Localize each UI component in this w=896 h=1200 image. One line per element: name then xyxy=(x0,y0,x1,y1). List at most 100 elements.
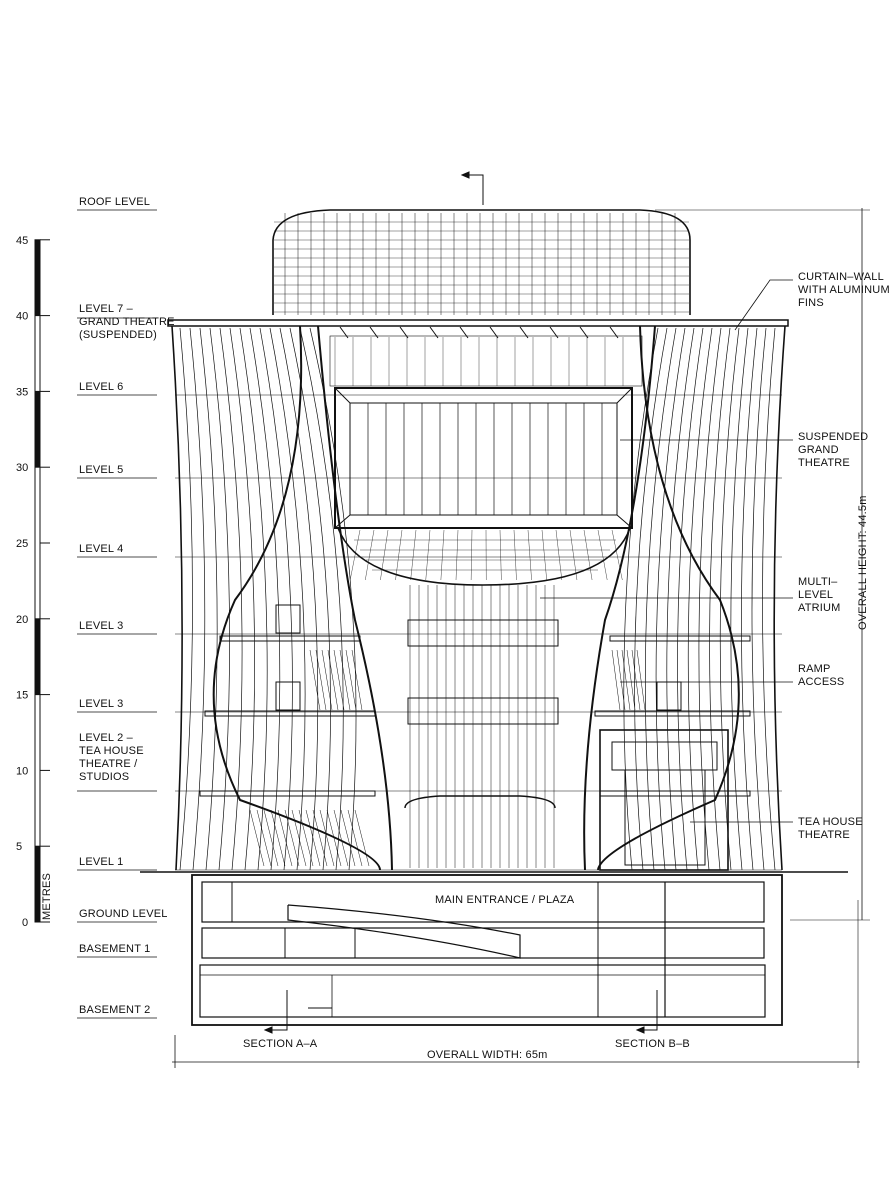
roof-bracket xyxy=(579,326,589,339)
roof-bracket xyxy=(549,326,559,339)
scale-tick-label: 5 xyxy=(16,841,22,853)
basement-2 xyxy=(199,964,766,1018)
level-label: GRAND THEATRE xyxy=(79,316,175,328)
roof-bracket xyxy=(519,326,529,339)
theatre-upper-frame xyxy=(329,335,643,387)
atrium-bridge xyxy=(407,697,559,725)
entrance-ramp xyxy=(287,904,521,959)
bowl-rib xyxy=(541,529,547,581)
left-structural-arch xyxy=(212,325,381,871)
hatching xyxy=(327,649,339,711)
aluminum-fin xyxy=(666,327,695,871)
callout-label: ATRIUM xyxy=(798,602,841,614)
scale-tick-label: 15 xyxy=(16,690,28,702)
callout-label: WITH ALUMINUM xyxy=(798,284,890,296)
scale-tick-label: 40 xyxy=(16,311,28,323)
level-label: LEVEL 4 xyxy=(79,543,123,555)
hatching xyxy=(256,809,272,867)
aluminum-fin xyxy=(698,327,722,871)
right-structural-arch xyxy=(597,325,740,871)
aluminum-fin xyxy=(655,327,686,871)
hatching xyxy=(270,809,286,867)
section-arrow xyxy=(263,1026,273,1034)
atrium-canopy xyxy=(404,795,556,809)
hatching xyxy=(354,809,370,867)
level-label: LEVEL 6 xyxy=(79,381,123,393)
aluminum-fin xyxy=(730,327,749,871)
hatching xyxy=(631,649,641,711)
hatching xyxy=(326,809,342,867)
roof-dome xyxy=(272,209,691,315)
bowl-rib xyxy=(569,529,578,581)
section-arrow xyxy=(460,171,470,179)
bowl-rib xyxy=(440,529,445,581)
level-label: STUDIOS xyxy=(79,771,129,783)
callout-label: RAMP xyxy=(798,663,831,675)
window xyxy=(275,604,301,634)
aluminum-fin xyxy=(309,327,357,871)
hatching xyxy=(319,809,335,867)
hatching xyxy=(340,809,356,867)
level-label: (SUSPENDED) xyxy=(79,329,157,341)
hatching xyxy=(298,809,314,867)
level-label: LEVEL 2 – xyxy=(79,732,134,744)
bowl-rib xyxy=(527,529,532,581)
section-b-marker xyxy=(637,990,658,1031)
hatching xyxy=(333,809,349,867)
scale-tick-label: 45 xyxy=(16,235,28,247)
bowl-rib xyxy=(611,529,623,581)
hatching xyxy=(315,649,327,711)
level-label: LEVEL 3 xyxy=(79,620,123,632)
hatching xyxy=(621,649,631,711)
aluminum-fin xyxy=(741,327,758,871)
level-label: THEATRE / xyxy=(79,758,138,770)
roof-bracket xyxy=(459,326,469,339)
bowl-rib xyxy=(597,529,608,581)
aluminum-fin xyxy=(634,327,668,871)
grand-theatre-inner xyxy=(349,402,618,516)
bowl-rib xyxy=(455,529,459,581)
bowl-rib xyxy=(583,529,593,581)
bowl-rib xyxy=(380,529,389,581)
aluminum-fin xyxy=(199,327,218,871)
interior-slab xyxy=(609,635,751,642)
aluminum-fin xyxy=(677,327,704,871)
level-label: LEVEL 7 – xyxy=(79,303,134,315)
hatching xyxy=(321,649,333,711)
hatching xyxy=(347,809,363,867)
aluminum-fin xyxy=(623,327,659,871)
callout-leader xyxy=(734,279,793,331)
aluminum-fin xyxy=(179,327,193,871)
scale-tick-label: 25 xyxy=(16,538,28,550)
level-label: BASEMENT 2 xyxy=(79,1004,151,1016)
scale-tick-label: 35 xyxy=(16,386,28,398)
hatching xyxy=(263,809,279,867)
overall-height-label: OVERALL HEIGHT: 44.5m xyxy=(857,495,869,630)
aluminum-fin xyxy=(644,327,677,871)
bowl-rib xyxy=(349,529,361,581)
left-tower-edge xyxy=(171,325,183,871)
plaza-label: MAIN ENTRANCE / PLAZA xyxy=(435,894,575,906)
roof-slab xyxy=(167,319,789,327)
hatching xyxy=(312,809,328,867)
callout-label: ACCESS xyxy=(798,676,844,688)
theatre-edge xyxy=(334,387,351,404)
interior-slab xyxy=(204,710,376,717)
bowl-rib xyxy=(425,529,431,581)
aluminum-fin xyxy=(239,327,268,871)
section-b-label: SECTION B–B xyxy=(615,1038,690,1050)
callout-label: MULTI– xyxy=(798,576,838,588)
aluminum-fin xyxy=(687,327,713,871)
aluminum-fin xyxy=(219,327,243,871)
interior-slab xyxy=(199,790,376,797)
scale-tick-label: 30 xyxy=(16,462,28,474)
callout-label: SUSPENDED xyxy=(798,431,868,443)
scale-bar-black-segment xyxy=(34,845,41,923)
hatching xyxy=(305,809,321,867)
scale-tick-label: 0 xyxy=(22,917,28,929)
roof-bracket xyxy=(609,326,619,339)
hatching xyxy=(611,649,621,711)
